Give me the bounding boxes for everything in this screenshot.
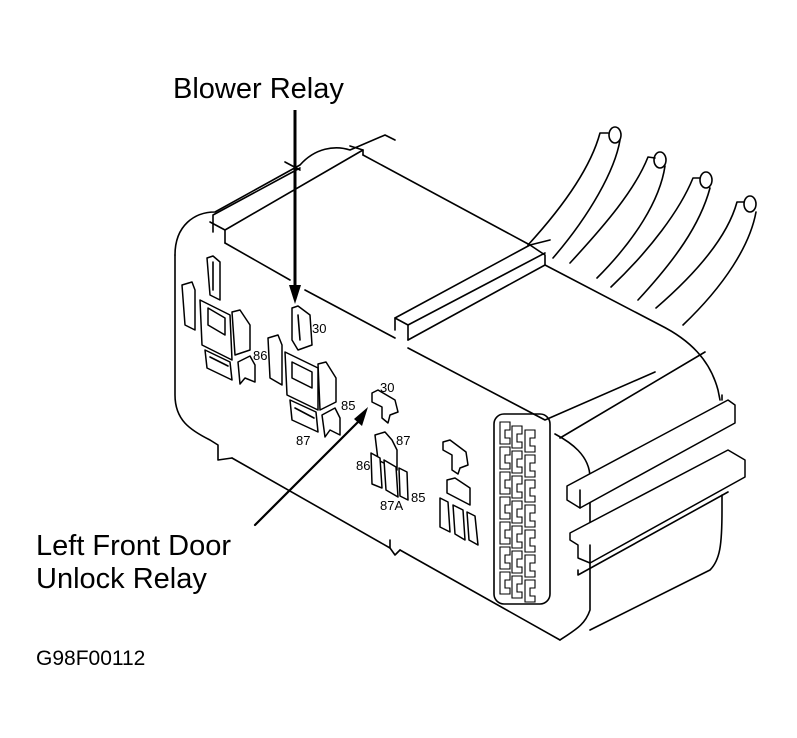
terminal-cavity xyxy=(499,571,511,595)
terminal-cavity xyxy=(499,471,511,495)
relay-3-pin-85: 85 xyxy=(411,490,425,505)
terminal-cavity xyxy=(524,479,536,503)
terminal-block xyxy=(493,413,551,605)
terminal-cavity xyxy=(511,450,523,474)
terminal-cavity xyxy=(511,550,523,574)
terminal-cavity xyxy=(499,521,511,545)
terminal-cavity xyxy=(524,579,536,603)
terminal-cavity xyxy=(524,429,536,453)
blower-relay-arrow xyxy=(289,110,301,304)
wire-end-1 xyxy=(608,126,622,144)
relay-2-pin-30: 30 xyxy=(312,321,326,336)
relay-4-socket xyxy=(439,439,479,546)
terminal-cavity xyxy=(524,554,536,578)
terminal-cavity xyxy=(524,504,536,528)
terminal-cavity xyxy=(511,525,523,549)
relay-3-pin-30: 30 xyxy=(380,380,394,395)
terminal-cavity xyxy=(511,575,523,599)
terminal-cavity xyxy=(524,454,536,478)
figure-id: G98F00112 xyxy=(36,647,145,670)
wire-end-3 xyxy=(699,171,713,189)
relay-3-lf-door-socket: 30 87 86 87A 85 xyxy=(356,380,425,513)
relay-2-pin-85: 85 xyxy=(341,398,355,413)
wires xyxy=(527,126,757,326)
relay-1-pin-86: 86 xyxy=(253,348,267,363)
relay-3-pin-87a: 87A xyxy=(380,498,403,513)
terminal-cavity xyxy=(511,500,523,524)
relay-2-blower-socket: 30 85 87 xyxy=(267,305,355,448)
terminal-cavity xyxy=(524,529,536,553)
lf-door-relay-label-line-2: Unlock Relay xyxy=(36,563,207,595)
terminal-cavity xyxy=(499,446,511,470)
connector-body xyxy=(174,134,746,641)
wire-end-4 xyxy=(743,195,757,213)
terminal-cavity xyxy=(511,425,523,449)
blower-relay-label: Blower Relay xyxy=(173,73,344,105)
terminal-cavity xyxy=(511,475,523,499)
terminal-cavity xyxy=(499,421,511,445)
relay-2-pin-87: 87 xyxy=(296,433,310,448)
relay-3-pin-87: 87 xyxy=(396,433,410,448)
relay-1-socket: 86 xyxy=(181,255,267,385)
terminal-cavity xyxy=(499,496,511,520)
wire-end-2 xyxy=(653,151,667,169)
lf-door-relay-arrow xyxy=(253,407,368,527)
terminal-cavity xyxy=(499,546,511,570)
relay-3-pin-86: 86 xyxy=(356,458,370,473)
lf-door-relay-label-line-1: Left Front Door xyxy=(36,530,231,562)
